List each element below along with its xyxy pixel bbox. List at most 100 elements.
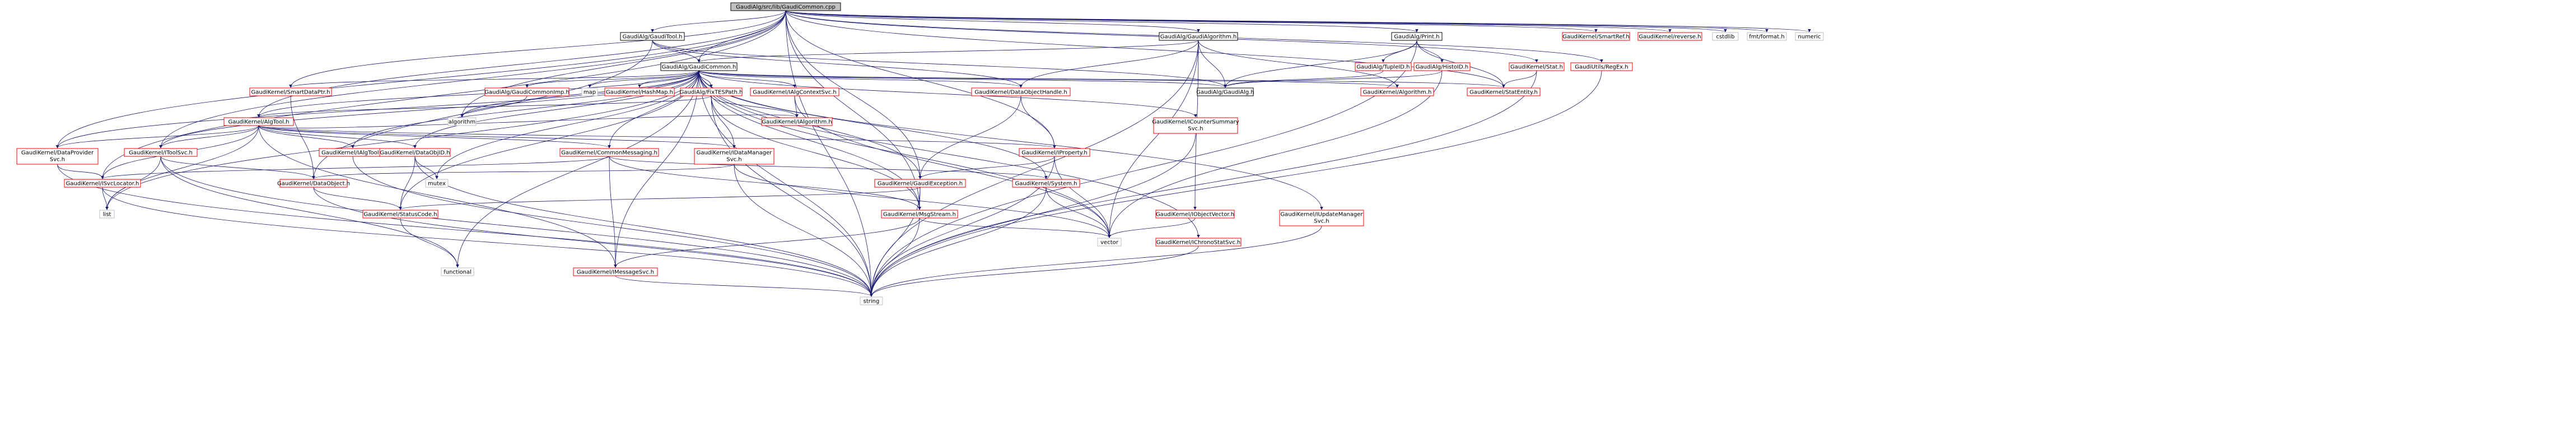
edge-fixtes-to-algtool	[257, 95, 712, 118]
edge-gcommon-to-statentity	[698, 70, 1505, 88]
node-gcommon[interactable]: GaudiAlg/GaudiCommon.h	[660, 62, 738, 71]
node-ichrono[interactable]: GaudiKernel/IChronoStatSvc.h	[1155, 238, 1242, 247]
node-string: string	[860, 296, 883, 305]
node-regex[interactable]: GaudiUtils/RegEx.h	[1570, 62, 1633, 71]
node-statentity[interactable]: GaudiKernel/StatEntity.h	[1467, 87, 1541, 96]
edge-root-to-algorithm_std	[460, 10, 786, 118]
node-print[interactable]: GaudiAlg/Print.h	[1391, 32, 1443, 41]
node-ialgorithm[interactable]: GaudiKernel/IAlgorithm.h	[761, 117, 833, 126]
edge-fixtes-to-msgstream	[711, 95, 921, 210]
dependency-nodes: GaudiAlg/src/lib/GaudiCommon.cppGaudiAlg…	[16, 2, 1824, 305]
node-gcommonimp[interactable]: GaudiAlg/GaudiCommonImp.h	[484, 87, 570, 96]
edge-dataprovider-to-isvclocator	[57, 164, 104, 179]
node-gaudialg[interactable]: GaudiAlg/GaudiAlg.h	[1196, 87, 1254, 96]
edge-gcommon-to-algorithm_std	[460, 70, 699, 118]
node-tupleid[interactable]: GaudiAlg/TupleID.h	[1355, 62, 1412, 71]
node-label: map	[584, 90, 596, 96]
edge-galgorithm-to-algorithm_h	[1198, 40, 1399, 88]
edge-tupleid-to-gaudialg	[1224, 70, 1384, 88]
node-label: GaudiKernel/DataProvider	[21, 150, 94, 156]
edge-gcommon-to-gcommonimp	[525, 70, 699, 88]
node-label: Svc.h	[726, 157, 741, 163]
edge-algtool-to-dataprovider	[55, 125, 259, 149]
node-algorithm_h[interactable]: GaudiKernel/Algorithm.h	[1360, 87, 1434, 96]
node-label: GaudiKernel/reverse.h	[1639, 34, 1701, 40]
node-fmtformat: fmt/format.h	[1747, 32, 1787, 41]
edge-dataobject-to-statuscode	[313, 187, 402, 210]
edge-algtool-to-ialgorithm	[258, 114, 799, 128]
edge-root-to-smartdataptr	[289, 10, 786, 88]
edge-gcommon-to-string	[698, 70, 873, 297]
node-vector: vector	[1097, 238, 1122, 247]
node-dataobject[interactable]: GaudiKernel/DataObject.h	[277, 179, 350, 188]
node-label: fmt/format.h	[1749, 34, 1784, 40]
node-stat[interactable]: GaudiKernel/Stat.h	[1509, 62, 1565, 71]
node-label: Svc.h	[50, 157, 65, 163]
node-smartdataptr[interactable]: GaudiKernel/SmartDataPtr.h	[249, 87, 332, 96]
node-imessagesvc[interactable]: GaudiKernel/IMessageSvc.h	[573, 267, 658, 276]
edge-root-to-statentity	[785, 10, 1505, 88]
node-iproperty[interactable]: GaudiKernel/IProperty.h	[1019, 148, 1090, 157]
edge-gcommon-to-imessagesvc	[614, 70, 699, 268]
edge-root-to-isvclocator	[101, 10, 786, 179]
edge-gaudiexc-to-statuscode	[399, 187, 921, 210]
node-label: functional	[444, 270, 472, 276]
edge-imessagesvc-to-string	[615, 275, 873, 297]
edge-histoid-to-gaudialg	[1224, 70, 1443, 88]
node-iobjvector[interactable]: GaudiKernel/IObjectVector.h	[1155, 210, 1235, 219]
node-ialgtool[interactable]: GaudiKernel/IAlgTool.h	[319, 148, 387, 157]
node-label: mutex	[428, 181, 446, 187]
node-hashmap[interactable]: GaudiKernel/HashMap.h	[604, 87, 675, 96]
node-label: GaudiKernel/IAlgorithm.h	[762, 119, 832, 126]
node-list: list	[99, 210, 115, 219]
edge-gcommon-to-icountersum	[698, 70, 1197, 118]
node-dataobjid[interactable]: GaudiKernel/DataObjID.h	[379, 148, 451, 157]
node-label: GaudiKernel/CommonMessaging.h	[561, 150, 657, 156]
node-label: GaudiKernel/StatEntity.h	[1469, 90, 1538, 96]
edge-gcommon-to-algorithm_h	[698, 70, 1399, 88]
node-label: GaudiKernel/IAlgContextSvc.h	[753, 90, 837, 96]
node-itoolsvc[interactable]: GaudiKernel/IToolSvc.h	[124, 148, 198, 157]
edge-gcommon-to-itoolsvc	[159, 70, 699, 149]
edge-galgorithm-to-gaudialg	[1198, 40, 1227, 88]
edge-dataobjhandle-to-iproperty	[1020, 95, 1056, 149]
node-label: GaudiKernel/DataObjID.h	[380, 150, 450, 156]
node-histoid[interactable]: GaudiAlg/HistoID.h	[1413, 62, 1471, 71]
node-label: GaudiKernel/IToolSvc.h	[129, 150, 193, 156]
node-smartref[interactable]: GaudiKernel/SmartRef.h	[1562, 32, 1630, 41]
node-label: GaudiUtils/RegEx.h	[1575, 64, 1628, 71]
edge-root-to-smartref	[785, 10, 1598, 33]
node-label: GaudiKernel/IAlgTool.h	[321, 150, 384, 156]
edge-gcommon-to-hashmap	[638, 70, 699, 88]
node-system[interactable]: GaudiKernel/System.h	[1012, 179, 1080, 188]
node-root: GaudiAlg/src/lib/GaudiCommon.cpp	[730, 2, 841, 11]
node-galgorithm[interactable]: GaudiAlg/GaudiAlgorithm.h	[1159, 32, 1238, 41]
edge-statuscode-to-functional	[400, 217, 459, 268]
edge-root-to-dataprovider	[55, 10, 786, 149]
edge-algtool-to-idatamgr	[258, 125, 736, 149]
edge-dataprovider-to-string	[57, 164, 873, 297]
node-gtool[interactable]: GaudiAlg/GaudiTool.h	[620, 32, 685, 41]
edge-itoolsvc-to-string	[160, 156, 873, 297]
node-reverse[interactable]: GaudiKernel/reverse.h	[1637, 32, 1702, 41]
node-ialgctx[interactable]: GaudiKernel/IAlgContextSvc.h	[750, 87, 839, 96]
node-fixtes[interactable]: GaudiAlg/FixTESPath.h	[680, 87, 743, 96]
node-msgstream[interactable]: GaudiKernel/MsgStream.h	[881, 210, 958, 219]
node-algtool[interactable]: GaudiKernel/AlgTool.h	[223, 117, 294, 126]
node-gaudiexc[interactable]: GaudiKernel/GaudiException.h	[874, 179, 966, 188]
node-statuscode[interactable]: GaudiKernel/StatusCode.h	[362, 210, 438, 219]
node-commonmsg[interactable]: GaudiKernel/CommonMessaging.h	[559, 148, 659, 157]
node-isvclocator[interactable]: GaudiKernel/ISvcLocator.h	[64, 179, 141, 188]
edge-print-to-string	[870, 40, 1417, 297]
edge-algtool-to-dataobjid	[258, 125, 417, 149]
node-label: GaudiKernel/Stat.h	[1510, 64, 1563, 71]
node-label: GaudiKernel/StatusCode.h	[363, 212, 437, 218]
edge-gcommon-to-list	[105, 70, 699, 210]
node-mutex: mutex	[425, 179, 449, 188]
edge-iproperty-to-string	[870, 156, 1055, 297]
node-dataobjhandle[interactable]: GaudiKernel/DataObjectHandle.h	[971, 87, 1071, 96]
